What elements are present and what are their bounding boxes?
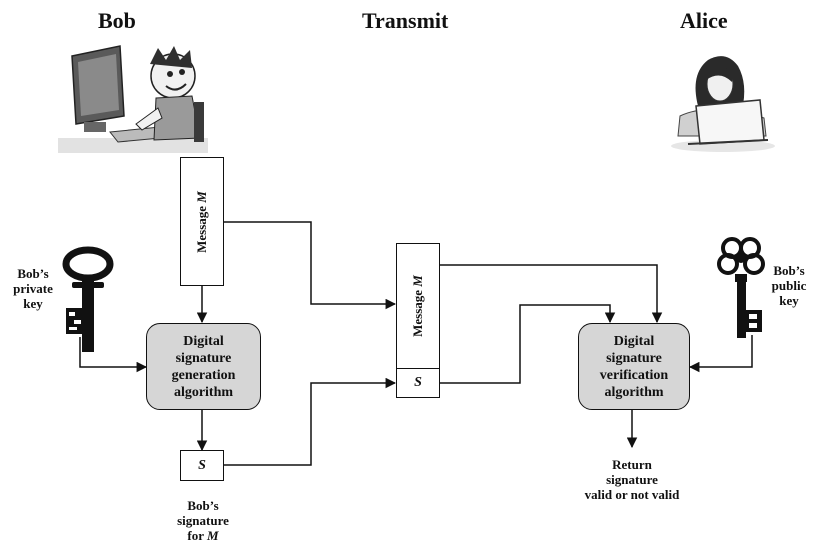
bob-message-label: Message M bbox=[194, 190, 209, 253]
private-key-icon bbox=[62, 246, 114, 352]
bob-header: Bob bbox=[98, 8, 136, 33]
bob-at-computer-illustration bbox=[58, 45, 208, 153]
public-key-label: Bob’s public key bbox=[771, 263, 807, 308]
transmitted-message-label: Message M bbox=[410, 275, 425, 337]
bob-signature-box: S bbox=[180, 450, 224, 481]
private-key-label: Bob’s private key bbox=[13, 266, 53, 311]
transmitted-signature-box: S bbox=[396, 368, 440, 398]
verification-result-label: Return signature valid or not valid bbox=[584, 457, 680, 502]
alice-header: Alice bbox=[680, 8, 728, 33]
transmit-header: Transmit bbox=[362, 8, 449, 33]
public-key-icon bbox=[717, 237, 765, 338]
transmitted-signature-symbol: S bbox=[414, 375, 422, 390]
bob-signature-symbol: S bbox=[198, 457, 206, 473]
signature-verification-algorithm: Digital signature verification algorithm bbox=[578, 323, 690, 410]
alice-with-laptop-illustration bbox=[671, 56, 775, 152]
bob-message-box: Message M bbox=[180, 157, 224, 286]
signature-generation-algorithm: Digital signature generation algorithm bbox=[146, 323, 261, 410]
transmitted-message-box: Message M bbox=[396, 243, 440, 369]
bob-signature-caption: Bob’s signature for M bbox=[177, 498, 229, 543]
